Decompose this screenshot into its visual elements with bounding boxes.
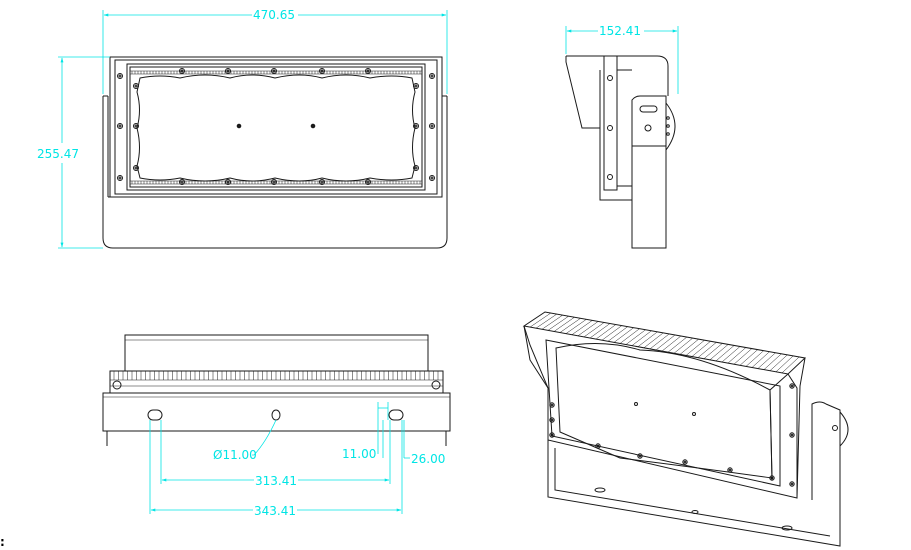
screw xyxy=(549,417,555,423)
front-height-label: 255.47 xyxy=(37,147,79,161)
screw xyxy=(769,475,775,481)
screw-center xyxy=(118,74,122,78)
front-height-dimension xyxy=(58,56,110,249)
screw-center xyxy=(550,418,554,422)
screw xyxy=(789,481,795,487)
screw-center xyxy=(134,124,138,128)
screw-center xyxy=(180,180,184,184)
screw-center xyxy=(430,176,434,180)
screw xyxy=(413,83,419,89)
screw xyxy=(429,73,435,79)
screw xyxy=(271,68,277,74)
screw xyxy=(637,453,643,459)
screw-center xyxy=(366,180,370,184)
screw-center xyxy=(550,433,554,437)
screw-center xyxy=(430,74,434,78)
screw-center xyxy=(226,180,230,184)
screw xyxy=(133,123,139,129)
screw xyxy=(365,68,371,74)
screw xyxy=(319,68,325,74)
side-width-dimension xyxy=(565,26,679,94)
screw-center xyxy=(683,460,687,464)
screw xyxy=(117,73,123,79)
side-view xyxy=(565,55,676,249)
slot-length-label: 26.00 xyxy=(411,452,445,466)
screw-center xyxy=(320,180,324,184)
screw-center xyxy=(134,84,138,88)
screw-center xyxy=(272,180,276,184)
side-width-label: 152.41 xyxy=(599,24,641,38)
outer-span-label: 343.41 xyxy=(254,504,296,518)
screw-center xyxy=(414,166,418,170)
screw-center xyxy=(430,124,434,128)
screw-center xyxy=(414,124,418,128)
isometric-screws xyxy=(549,383,795,487)
bottom-view xyxy=(102,334,451,446)
fins-isometric xyxy=(523,311,806,375)
front-width-label: 470.65 xyxy=(253,8,295,22)
screw-center xyxy=(320,69,324,73)
screw-center xyxy=(596,444,600,448)
screw xyxy=(179,179,185,185)
screw xyxy=(429,123,435,129)
inner-span-label: 313.41 xyxy=(255,474,297,488)
fins-bottom-view xyxy=(113,371,439,380)
screw xyxy=(271,179,277,185)
screw xyxy=(413,165,419,171)
front-view xyxy=(102,56,448,249)
front-width-dimension xyxy=(102,10,448,94)
screw-center xyxy=(790,433,794,437)
screw-center xyxy=(550,403,554,407)
screw xyxy=(365,179,371,185)
screw-center xyxy=(790,482,794,486)
lens-window xyxy=(136,74,416,182)
screw xyxy=(179,68,185,74)
screw xyxy=(413,123,419,129)
screw-center xyxy=(638,454,642,458)
screw xyxy=(549,402,555,408)
isometric-view xyxy=(522,311,849,547)
screw xyxy=(789,383,795,389)
screw-center xyxy=(414,84,418,88)
screw-center xyxy=(118,124,122,128)
bottom-dimensions xyxy=(149,402,410,514)
hole-diameter-label: Ø11.00 xyxy=(213,448,257,462)
screw xyxy=(549,432,555,438)
screw xyxy=(117,175,123,181)
screw xyxy=(133,165,139,171)
screw-center xyxy=(770,476,774,480)
screw xyxy=(789,432,795,438)
screw-center xyxy=(790,384,794,388)
screw xyxy=(225,179,231,185)
corner-mark: : xyxy=(0,535,5,549)
front-screws xyxy=(117,68,435,185)
screw xyxy=(727,467,733,473)
screw xyxy=(429,175,435,181)
screw-center xyxy=(134,166,138,170)
screw xyxy=(682,459,688,465)
screw xyxy=(319,179,325,185)
screw xyxy=(133,83,139,89)
screw-center xyxy=(180,69,184,73)
screw-center xyxy=(226,69,230,73)
screw-center xyxy=(366,69,370,73)
screw-center xyxy=(728,468,732,472)
screw-center xyxy=(118,176,122,180)
slot-width-label: 11.00 xyxy=(342,447,376,461)
screw xyxy=(117,123,123,129)
screw xyxy=(225,68,231,74)
screw-center xyxy=(272,69,276,73)
screw xyxy=(595,443,601,449)
